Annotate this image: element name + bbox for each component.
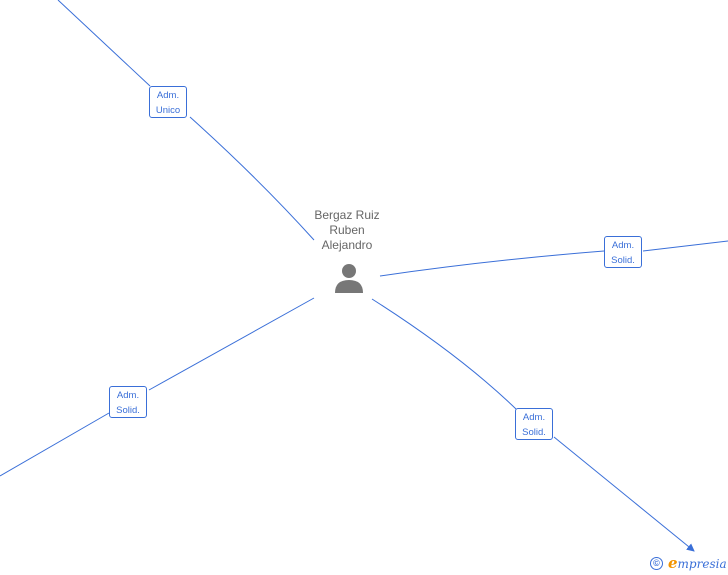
- role-line-1: Adm.: [116, 390, 140, 401]
- role-adm-solid-bottom[interactable]: Adm. Solid.: [515, 408, 553, 440]
- edge-arrow-bottom: [553, 436, 695, 552]
- role-line-2: Unico: [155, 105, 181, 116]
- role-adm-solid-left[interactable]: Adm. Solid.: [109, 386, 147, 418]
- role-line-2: Solid.: [611, 255, 635, 266]
- role-line-1: Adm.: [156, 90, 180, 101]
- person-icon[interactable]: [334, 262, 364, 294]
- edge-adm-solid-bottom: [371, 298, 517, 410]
- person-name-line-1: Bergaz Ruiz: [314, 208, 380, 222]
- logo-text: mpresia: [677, 557, 727, 571]
- edge-adm-unico: [57, 0, 315, 241]
- role-adm-solid-right[interactable]: Adm. Solid.: [604, 236, 642, 268]
- person-name-line-2: Ruben: [329, 223, 365, 237]
- role-line-2: Solid.: [522, 427, 546, 438]
- role-line-1: Adm.: [522, 412, 546, 423]
- edge-adm-solid-right: [379, 240, 728, 277]
- person-name[interactable]: Bergaz Ruiz Ruben Alejandro: [299, 208, 395, 253]
- role-adm-unico[interactable]: Adm. Unico: [149, 86, 187, 118]
- copyright-icon: ©: [650, 556, 663, 570]
- logo-initial: e: [668, 554, 678, 572]
- person-name-line-3: Alejandro: [321, 238, 373, 252]
- brand-footer[interactable]: © empresia: [650, 553, 727, 573]
- edge-adm-solid-left: [0, 297, 315, 477]
- empresia-logo: empresia: [668, 554, 727, 572]
- role-line-1: Adm.: [611, 240, 635, 251]
- role-line-2: Solid.: [116, 405, 140, 416]
